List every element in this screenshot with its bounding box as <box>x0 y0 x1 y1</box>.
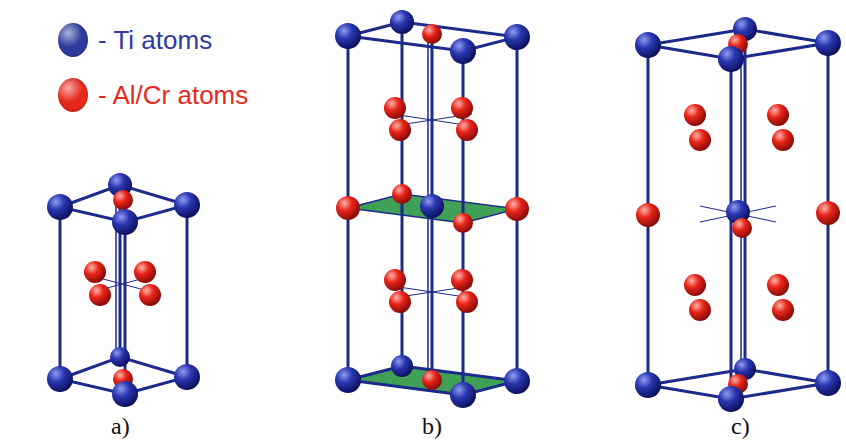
unit-cell-a <box>60 185 187 394</box>
panel-label: b) <box>422 414 442 438</box>
unit-cell-c <box>648 29 828 399</box>
atoms-c <box>635 17 841 412</box>
panel-label: a) <box>111 414 130 438</box>
legend-swatch <box>58 78 88 112</box>
panel-label: c) <box>731 414 750 438</box>
legend-swatch <box>58 23 88 57</box>
unit-cell-b <box>348 22 517 395</box>
atoms-a <box>47 173 200 407</box>
legend-text: - Al/Cr atoms <box>98 80 248 110</box>
atoms-b <box>335 10 530 408</box>
legend-text: - Ti atoms <box>98 25 212 55</box>
